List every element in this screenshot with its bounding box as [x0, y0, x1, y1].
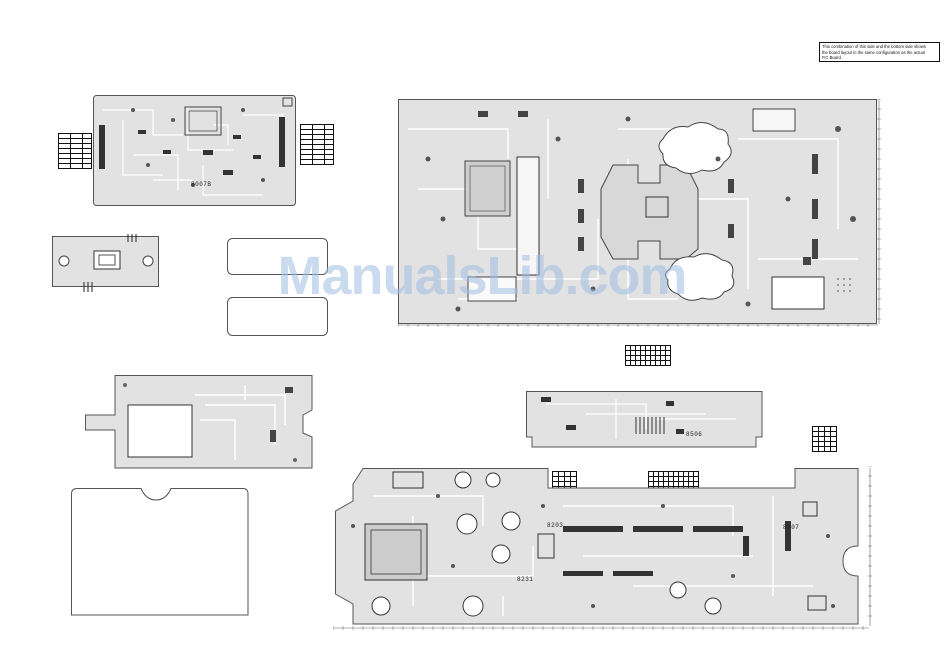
blank-panel-lower	[227, 297, 329, 337]
connector-table-far-right	[812, 426, 837, 452]
note-line-2: the board layout in the same configurati…	[822, 49, 925, 55]
board-label-bottom-b: 8707	[783, 524, 800, 531]
board-label-bottom-a: 8231	[517, 576, 534, 583]
board-label-right-middle: 8506	[686, 431, 703, 438]
board-label-top-left: 8007B	[191, 181, 212, 188]
note-line-1: This combination of this side and the bo…	[822, 44, 926, 49]
pcb-top-left: 8007B	[93, 95, 296, 206]
pcb-right-middle: 8506	[526, 389, 766, 451]
connector-table-left	[58, 133, 92, 169]
layout-note: This combination of this side and the bo…	[819, 42, 940, 62]
pcb-small-left	[52, 234, 162, 294]
blank-panel-upper	[227, 238, 329, 276]
connector-table-right	[300, 124, 334, 165]
watermark: ManualsLib.com	[277, 246, 687, 306]
board-label-small: 8203	[547, 522, 564, 529]
pcb-bottom-left-outline	[71, 488, 251, 618]
pcb-main	[398, 99, 884, 329]
pcb-bottom-main: 8231 8707 8203	[333, 466, 873, 634]
connector-table-center	[625, 345, 671, 366]
pcb-mid-left	[85, 375, 315, 470]
note-line-3: P.C.Board.	[822, 55, 842, 61]
